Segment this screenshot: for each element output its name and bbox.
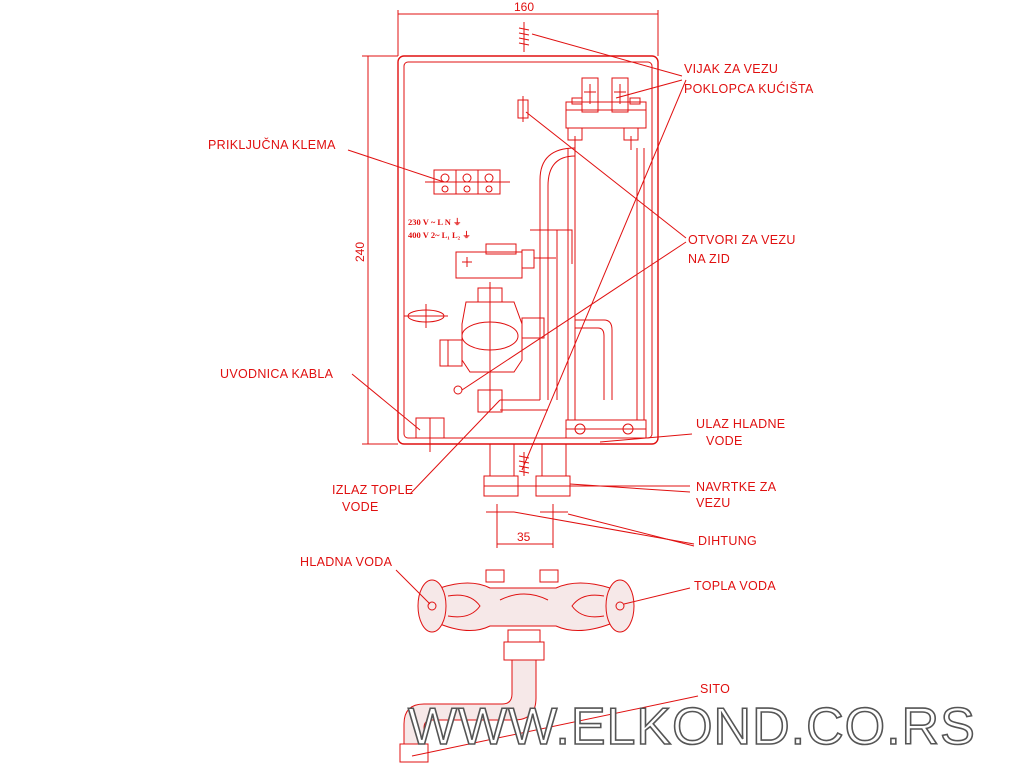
label-wall-holes: OTVORI ZA VEZU [688, 233, 796, 247]
leader-lines [347, 33, 699, 757]
label-terminal: PRIKLJUČNA KLEMA [208, 137, 336, 152]
label-cable-gland: UVODNICA KABLA [220, 367, 334, 381]
label-nuts-line2: VEZU [696, 496, 731, 510]
width-dimension: 160 [397, 0, 659, 56]
mixer-tap [417, 569, 635, 661]
flow-valve [439, 282, 545, 413]
label-cold-water: HLADNA VODA [300, 555, 393, 569]
label-cover-screw: VIJAK ZA VEZU [684, 62, 778, 76]
cable-gland [415, 417, 445, 452]
label-cold-inlet-line2: VODE [706, 434, 743, 448]
label-cover-screw-line2: POKLOPCA KUĆIŠTA [684, 81, 814, 96]
height-dimension: 240 [353, 55, 398, 445]
label-hot-outlet: IZLAZ TOPLE [332, 483, 413, 497]
cover-screw-top [518, 22, 530, 52]
heater-connection-block [565, 77, 647, 150]
hot-water-pipe [500, 147, 576, 411]
terminal-voltage-row1: 230 V ~ L N ⏚ [408, 217, 461, 227]
label-cold-inlet: ULAZ HLADNE [696, 417, 785, 431]
label-gasket: DIHTUNG [698, 534, 757, 548]
label-nuts: NAVRTKE ZA [696, 480, 777, 494]
label-wall-holes-line2: NA ZID [688, 252, 730, 266]
height-dimension-value: 240 [353, 242, 367, 262]
width-dimension-value: 160 [514, 0, 534, 14]
label-hot-water: TOPLA VODA [694, 579, 776, 593]
wall-mount-hole [517, 96, 529, 122]
label-strainer: SITO [700, 682, 730, 696]
watermark-text: WWW.ELKOND.CO.RS [408, 698, 976, 756]
terminal-connector [425, 169, 510, 195]
side-fitting [404, 304, 448, 328]
cold-water-pipe [530, 229, 613, 400]
heater-housing [397, 55, 659, 445]
terminal-voltage-row2: 400 V 2~ L₁ L₂ ⏚ [408, 230, 471, 240]
spacing-dimension-value: 35 [517, 530, 531, 544]
label-hot-outlet-line2: VODE [342, 500, 379, 514]
heating-tank [565, 148, 647, 439]
tap-spout [399, 659, 537, 763]
pressure-switch [455, 243, 556, 279]
